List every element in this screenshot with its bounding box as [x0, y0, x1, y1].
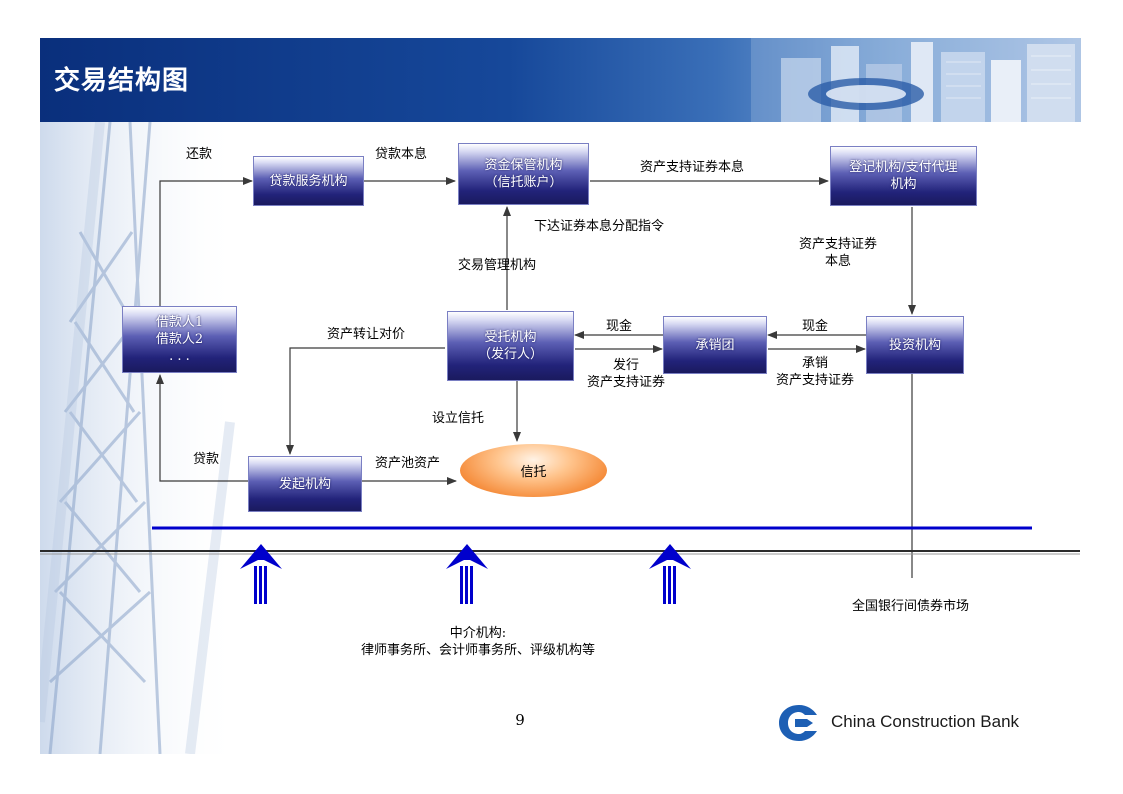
label-abs-interest-right: 资产支持证券 本息 — [798, 237, 877, 269]
ccb-logo: China Construction Bank — [777, 703, 1067, 743]
label-intermediaries: 中介机构: 律师事务所、会计师事务所、评级机构等 — [360, 626, 595, 658]
label-interbank-market: 全国银行间债券市场 — [852, 599, 970, 614]
label-underwrite: 承销 资产支持证券 — [775, 356, 854, 388]
slide-title: 交易结构图 — [54, 66, 190, 96]
node-investor: 投资机构 — [866, 316, 964, 374]
node-underwriter: 承销团 — [663, 316, 767, 374]
label-set-trust: 设立信托 — [432, 411, 485, 426]
bank-name: China Construction Bank — [831, 712, 1020, 731]
label-distribution-order: 下达证券本息分配指令 — [534, 219, 665, 234]
label-transaction-manager: 交易管理机构 — [458, 258, 537, 273]
label-abs-interest-top: 资产支持证券本息 — [640, 160, 745, 175]
label-asset-transfer: 资产转让对价 — [327, 327, 406, 342]
node-originator: 发起机构 — [248, 456, 362, 512]
label-repay: 还款 — [186, 147, 213, 162]
node-loan-service: 贷款服务机构 — [253, 156, 364, 206]
label-loan: 贷款 — [193, 452, 220, 467]
intermediary-arrow-3 — [649, 544, 691, 604]
skyline-image — [751, 38, 1081, 122]
node-registrar: 登记机构/支付代理 机构 — [830, 146, 977, 206]
label-asset-pool: 资产池资产 — [375, 456, 441, 471]
tower-decoration — [40, 122, 240, 754]
page-number: 9 — [515, 711, 525, 729]
header-band: 交易结构图 — [40, 38, 1081, 122]
node-custodian: 资金保管机构 （信托账户） — [458, 143, 589, 205]
label-issue: 发行 资产支持证券 — [586, 358, 665, 390]
label-cash-right: 现金 — [802, 319, 829, 334]
label-loan-interest: 贷款本息 — [375, 147, 428, 162]
label-cash-left: 现金 — [606, 319, 633, 334]
ccb-logo-icon — [779, 705, 817, 741]
intermediary-arrow-1 — [240, 544, 282, 604]
node-trustee: 受托机构 （发行人） — [447, 311, 574, 381]
node-trust: 信托 — [460, 444, 607, 497]
node-borrowers: 借款人1 借款人2 . . . — [122, 306, 237, 373]
intermediary-arrow-2 — [446, 544, 488, 604]
